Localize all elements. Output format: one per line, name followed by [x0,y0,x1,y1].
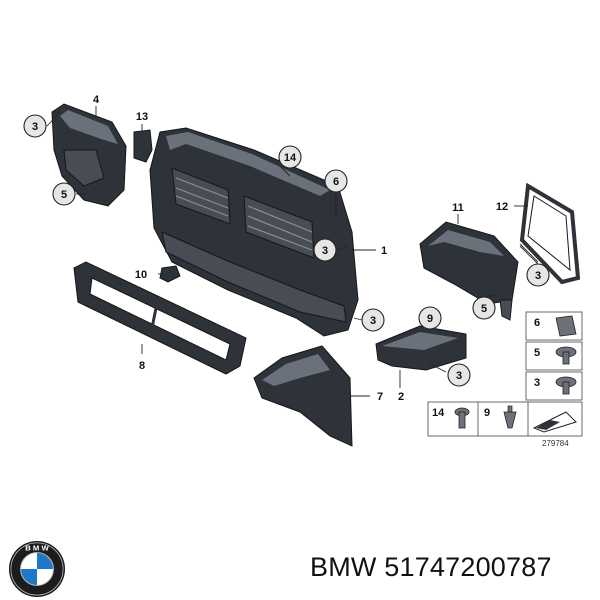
push-pin-icon [503,405,517,429]
part-2-bracket [375,325,467,371]
svg-text:14: 14 [284,152,297,164]
callout-3-lower: 3 [447,363,471,387]
screw-washer-icon [555,346,577,365]
callout-9: 9 [418,306,442,330]
part-number-caption: BMW 51747200787 [310,552,552,582]
legend-item-9-label: 9 [484,407,490,419]
callout-4: 4 [93,94,100,106]
part-13-bracket [133,129,153,163]
part-8-grille-frame [73,261,247,375]
callout-3-top-left: 3 [23,114,47,138]
callout-3-right: 3 [526,263,550,287]
clip-nut-icon [555,315,577,337]
callout-1: 1 [381,245,387,257]
svg-text:3: 3 [535,270,541,282]
part-7-lower-duct [253,345,353,447]
callout-12: 12 [496,201,508,213]
wedge-tool-icon [532,411,577,433]
diagram-code: 279784 [542,439,569,448]
bolt-icon [454,407,470,429]
part-4-air-duct [51,103,127,207]
svg-text:3: 3 [322,245,328,257]
callout-13: 13 [136,111,148,123]
legend-item-3-label: 3 [534,377,540,389]
callout-2: 2 [398,391,404,403]
callout-8: 8 [139,360,145,372]
callout-5-right: 5 [472,296,496,320]
fastener-legend: 6 5 3 14 9 279784 [427,311,583,448]
legend-item-14-label: 14 [432,407,445,419]
callout-3-mid-right: 3 [361,308,385,332]
shutter-slats [171,167,315,259]
callout-6: 6 [324,169,348,193]
svg-text:5: 5 [61,189,67,201]
callout-5-left: 5 [52,182,76,206]
screw-washer-icon-2 [555,376,577,395]
callout-3-center: 3 [313,238,337,262]
svg-text:3: 3 [370,315,376,327]
svg-text:3: 3 [32,121,38,133]
legend-item-6-label: 6 [534,317,540,329]
svg-text:9: 9 [427,313,433,325]
svg-text:3: 3 [456,370,462,382]
callout-7: 7 [377,391,383,403]
part-11-air-duct [419,221,519,321]
callout-10: 10 [135,269,147,281]
svg-text:B M W: B M W [25,544,49,553]
part-10-clip [159,265,181,283]
legend-item-5-label: 5 [534,347,540,359]
part-12-seal-frame [519,182,581,285]
callout-14: 14 [278,145,302,169]
part-1-radiator-frame [149,127,359,337]
svg-text:5: 5 [481,303,487,315]
bmw-logo: B M W [8,540,66,598]
svg-text:6: 6 [333,176,339,188]
callout-11: 11 [452,202,464,214]
callouts: 3 4 13 5 14 6 3 1 11 12 3 5 10 [23,94,550,403]
